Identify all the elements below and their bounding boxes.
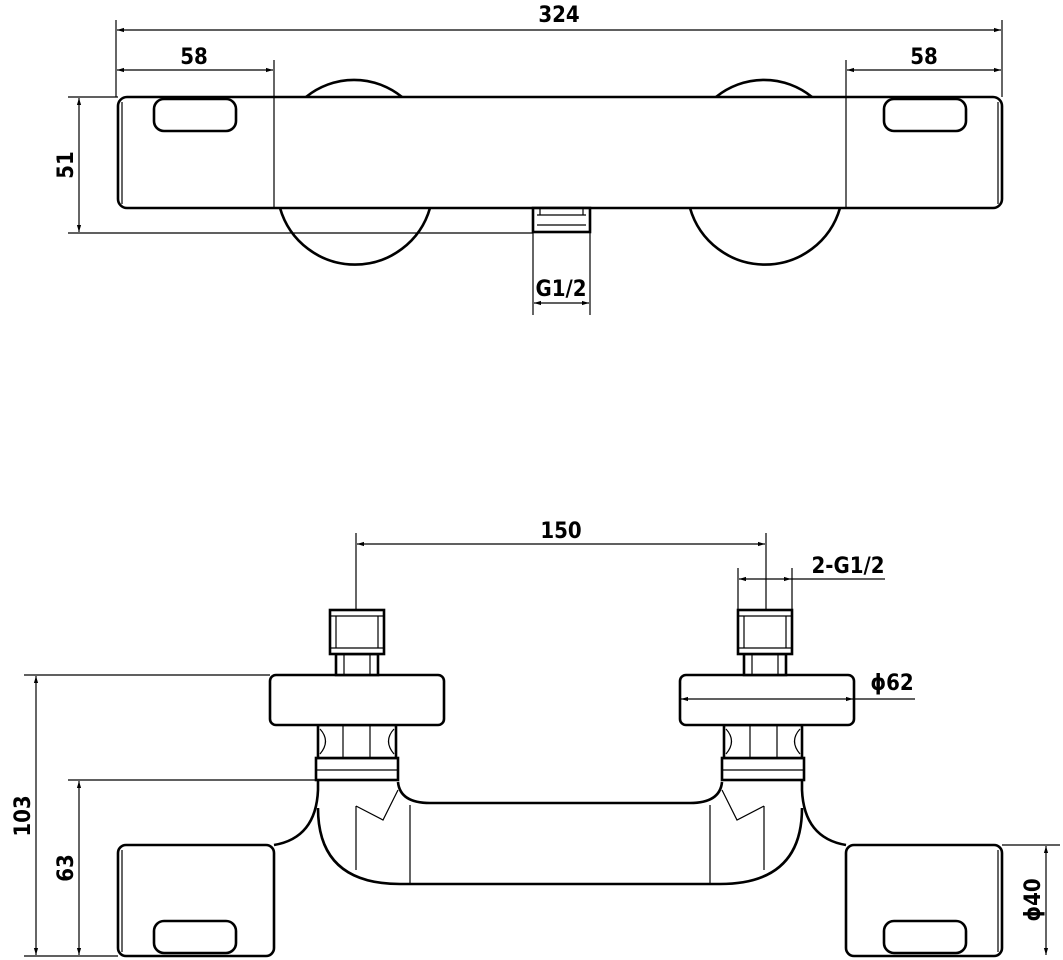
- dimension-body-height: 51: [54, 96, 533, 234]
- label-body-height: 51: [54, 151, 79, 179]
- dimension-body-diameter: ϕ40: [1002, 844, 1060, 955]
- dimension-axis-height: 63: [54, 779, 316, 955]
- label-body-diameter: ϕ40: [1021, 878, 1046, 921]
- label-total-height: 103: [11, 795, 36, 836]
- right-inlet-assembly: [678, 608, 856, 782]
- dimension-overall-width: 324: [115, 3, 1003, 97]
- label-flange-diameter: ϕ62: [870, 671, 913, 696]
- dimension-right-handle: 58: [845, 45, 1001, 97]
- left-front-handle-window: [152, 919, 238, 955]
- label-left-handle-width: 58: [180, 45, 208, 70]
- outlet-nut: [531, 206, 592, 234]
- right-handle-bar: [844, 843, 1004, 958]
- right-handle-window: [882, 97, 968, 133]
- dimension-inlet-thread: 2-G1/2: [737, 554, 885, 610]
- dimension-flange-diameter: ϕ62: [681, 671, 915, 702]
- dimension-left-handle: 58: [117, 45, 275, 97]
- label-axis-height: 63: [54, 854, 79, 882]
- label-inlet-thread: 2-G1/2: [811, 554, 884, 579]
- dimension-outlet-thread: G1/2: [532, 232, 591, 315]
- left-inlet-assembly: [268, 608, 446, 782]
- dimension-total-height: 103: [11, 674, 270, 957]
- top-body-outline: [116, 95, 1004, 210]
- dimension-inlet-spacing: 150: [355, 519, 767, 610]
- left-handle-window: [152, 97, 238, 133]
- label-overall-width: 324: [538, 3, 579, 28]
- connector-body: [273, 780, 847, 886]
- label-right-handle-width: 58: [910, 45, 938, 70]
- front-view: 150 2-G1/2 ϕ62 103 63: [11, 519, 1060, 958]
- top-view: 324 58 58 51 G1/2: [54, 3, 1004, 315]
- label-inlet-spacing: 150: [540, 519, 581, 544]
- label-outlet-thread: G1/2: [535, 277, 586, 302]
- left-handle-bar: [116, 843, 276, 958]
- right-front-handle-window: [882, 919, 968, 955]
